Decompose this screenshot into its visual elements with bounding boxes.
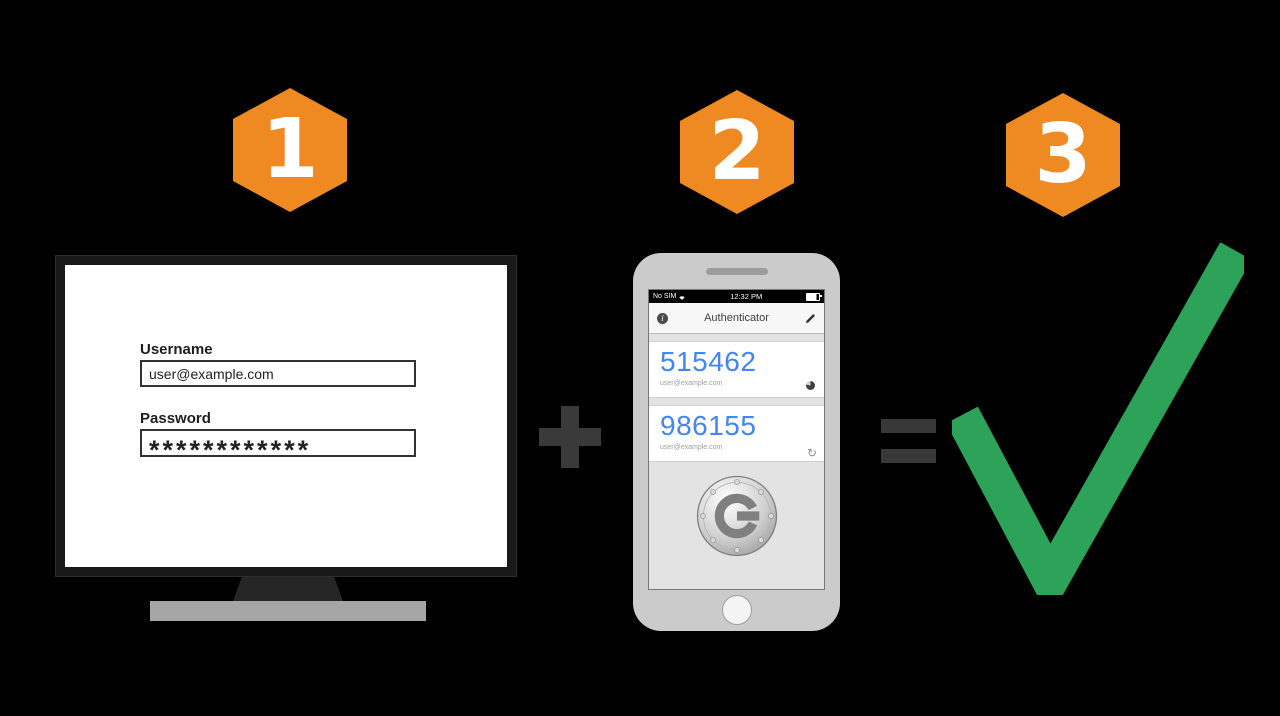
monitor-stand-neck	[233, 577, 343, 601]
phone-screen: No SIM 12:32 PM i Authenticator	[648, 289, 825, 590]
password-value: ************	[149, 434, 312, 465]
wifi-icon	[679, 295, 686, 300]
countdown-timer-icon	[806, 381, 815, 390]
otp-account-2: user@example.com	[660, 444, 723, 451]
equals-bottom-bar	[881, 449, 936, 463]
otp-card-2: 986155 user@example.com ↻	[649, 405, 824, 462]
checkmark-icon	[952, 243, 1244, 595]
monitor-screen: Username user@example.com Password *****…	[65, 265, 507, 567]
authenticator-logo	[696, 475, 777, 557]
plus-glyph: +	[539, 406, 540, 407]
password-label: Password	[140, 410, 211, 427]
refresh-icon[interactable]: ↻	[806, 446, 817, 460]
step-3-number: 3	[1034, 107, 1092, 202]
clock-label: 12:32 PM	[730, 292, 763, 301]
app-body: 515462 user@example.com 986155 user@exam…	[649, 334, 824, 589]
battery-icon	[806, 292, 822, 301]
edit-icon[interactable]	[805, 313, 816, 324]
info-icon[interactable]: i	[657, 312, 668, 324]
username-label: Username	[140, 341, 213, 358]
home-button[interactable]	[721, 595, 752, 625]
equals-top-bar	[881, 419, 936, 433]
step-3-badge: 3	[1006, 93, 1120, 217]
otp-code-2: 986155	[660, 410, 757, 441]
username-value: user@example.com	[149, 365, 274, 382]
status-bar: No SIM 12:32 PM	[649, 290, 824, 303]
plus-sign: +	[539, 406, 601, 468]
app-title: Authenticator	[704, 312, 769, 324]
step-1-badge: 1	[233, 88, 347, 212]
desktop-monitor: Username user@example.com Password *****…	[55, 255, 517, 577]
step-1-number: 1	[261, 102, 319, 197]
carrier-label: No SIM	[653, 293, 677, 300]
step-2-number: 2	[708, 104, 766, 199]
otp-card-1: 515462 user@example.com	[649, 341, 824, 398]
app-header: i Authenticator	[649, 303, 824, 334]
plus-horizontal-bar	[539, 428, 601, 446]
monitor-stand-base	[150, 601, 426, 621]
username-input[interactable]: user@example.com	[140, 360, 416, 387]
info-glyph: i	[661, 313, 664, 323]
phone-speaker	[705, 268, 768, 275]
step-2-badge: 2	[680, 90, 794, 214]
password-input[interactable]: ************	[140, 429, 416, 465]
equals-sign: =	[881, 419, 936, 463]
status-left: No SIM	[653, 293, 686, 301]
otp-account-1: user@example.com	[660, 380, 723, 387]
smartphone: No SIM 12:32 PM i Authenticator	[633, 253, 840, 631]
otp-code-1: 515462	[660, 346, 757, 377]
